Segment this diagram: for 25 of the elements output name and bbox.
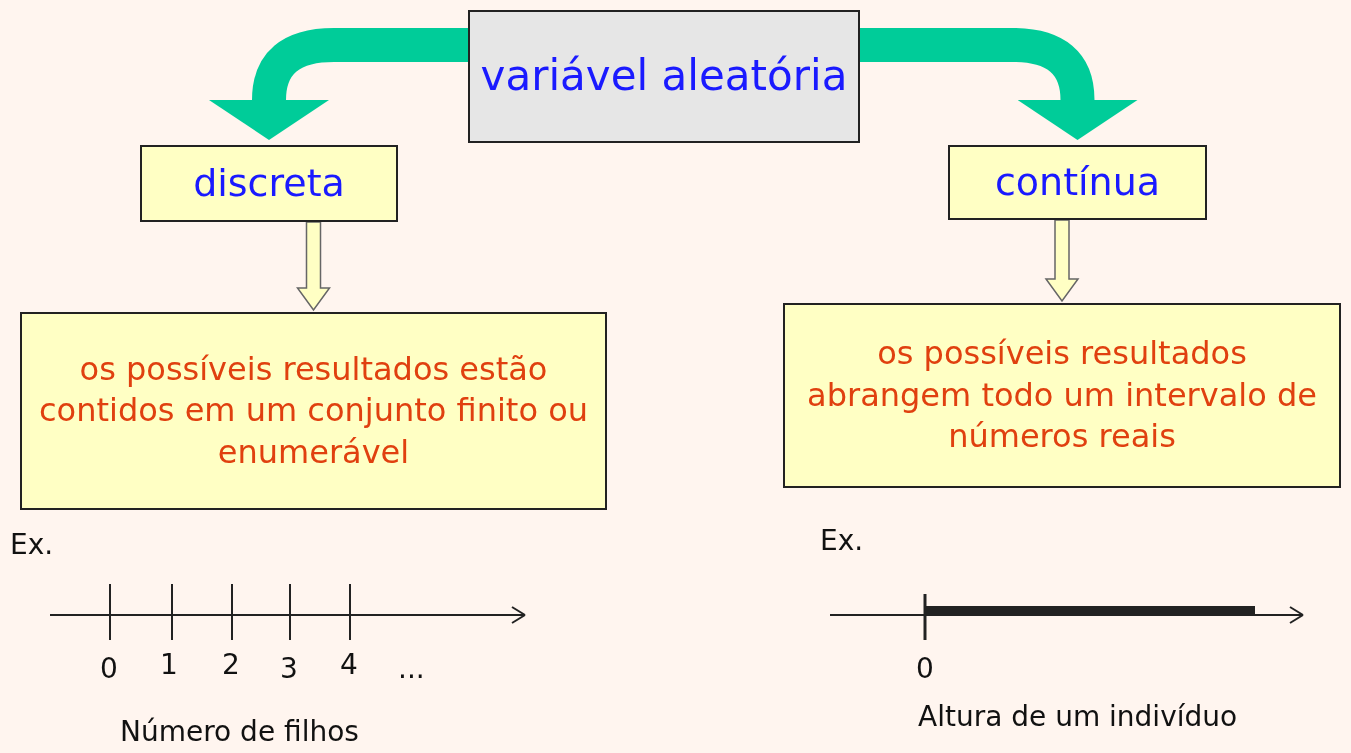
category-label: contínua	[993, 158, 1162, 206]
tick-label: 3	[280, 652, 298, 685]
arrow	[296, 221, 331, 312]
tick-label: 1	[160, 648, 178, 681]
category-box	[140, 145, 398, 222]
axis-caption: Número de filhos	[120, 715, 359, 748]
title-box	[468, 10, 860, 143]
arrow	[860, 28, 1138, 140]
tick-label: 0	[100, 652, 118, 685]
category-box	[948, 145, 1207, 220]
category-label: discreta	[192, 159, 346, 207]
tick-label: 0	[916, 652, 934, 685]
description-box	[783, 303, 1341, 488]
arrow	[1044, 219, 1080, 303]
example-label: Ex.	[820, 524, 864, 557]
description-text: os possíveis resultados estão contidos em um conjunto finito ou enumerável	[38, 348, 589, 473]
description-box	[20, 312, 607, 510]
tick-label: 4	[340, 648, 358, 681]
description-text: os possíveis resultados abrangem todo um intervalo de números reais	[806, 333, 1318, 458]
example-label: Ex.	[10, 528, 54, 561]
axis-caption: Altura de um indivíduo	[918, 700, 1238, 733]
title-text: variável aleatória	[479, 50, 849, 103]
arrow	[209, 28, 468, 140]
tick-label: ...	[398, 652, 425, 685]
tick-label: 2	[222, 648, 240, 681]
